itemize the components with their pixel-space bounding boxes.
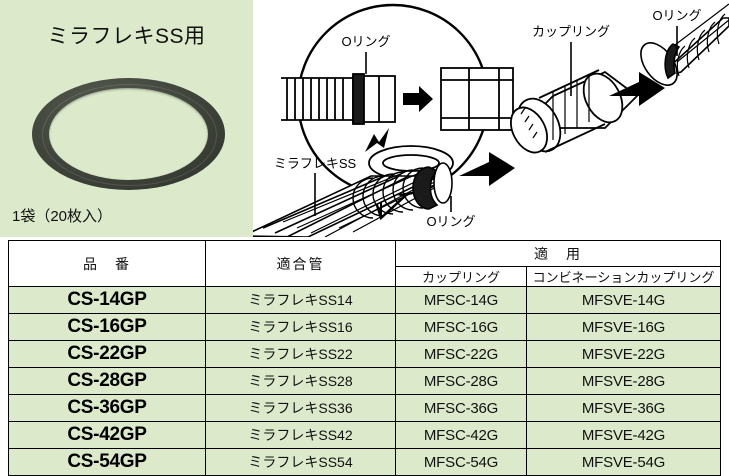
diagram-label-conduit-oring: Oリング <box>426 214 475 229</box>
cell-part-no: CS-54GP <box>8 448 206 476</box>
cell-pipe: ミラフレキSS54 <box>205 448 396 476</box>
cell-part-no: CS-42GP <box>8 421 206 449</box>
cell-coupling: MFSC-42G <box>395 421 527 449</box>
cell-combination-coupling: MFSVE-22G <box>526 340 721 368</box>
header-combination-coupling: コンビネーションカップリング <box>526 266 721 287</box>
callout-insert-arrow <box>403 86 433 112</box>
main-conduit-ribs <box>352 167 424 219</box>
header-part-no: 品 番 <box>8 240 206 287</box>
cell-coupling: MFSC-14G <box>395 286 527 314</box>
diagram-label-callout-oring: Oリング <box>341 34 390 49</box>
coupling-part <box>510 69 639 154</box>
cell-part-no: CS-36GP <box>8 394 206 422</box>
cell-pipe: ミラフレキSS22 <box>205 340 396 368</box>
cell-pipe: ミラフレキSS42 <box>205 421 396 449</box>
cell-part-no: CS-14GP <box>8 286 206 314</box>
pack-quantity-note: 1袋（20枚入） <box>12 208 113 225</box>
cell-pipe: ミラフレキSS28 <box>205 367 396 395</box>
header-coupling: カップリング <box>395 266 527 287</box>
cell-part-no: CS-16GP <box>8 313 206 341</box>
header-pipe: 適合管 <box>205 240 396 287</box>
cell-combination-coupling: MFSVE-28G <box>526 367 721 395</box>
assembly-arrow-left <box>459 152 515 186</box>
cell-coupling: MFSC-54G <box>395 448 527 476</box>
cell-pipe: ミラフレキSS16 <box>205 313 396 341</box>
right-conduit-o-ring <box>664 43 681 80</box>
spec-table-container: 品 番 適合管 適 用 カップリング コンビネーションカップリング CS-14G… <box>8 240 721 476</box>
diagram-label-conduit: ミラフレキSS <box>274 156 357 171</box>
cell-coupling: MFSC-16G <box>395 313 527 341</box>
o-ring-photo <box>32 78 225 190</box>
cell-pipe: ミラフレキSS36 <box>205 394 396 422</box>
o-ring-inner-hole <box>49 88 208 180</box>
header-application: 適 用 <box>395 240 721 267</box>
cell-coupling: MFSC-36G <box>395 394 527 422</box>
product-header-area: ミラフレキSS用 1袋（20枚入） <box>0 0 729 237</box>
spec-table: 品 番 適合管 適 用 カップリング コンビネーションカップリング CS-14G… <box>8 240 721 476</box>
cell-pipe: ミラフレキSS14 <box>205 286 396 314</box>
diagram-label-right-oring: Oリング <box>652 8 701 23</box>
assembly-arrow-right <box>609 72 665 106</box>
cell-combination-coupling: MFSVE-54G <box>526 448 721 476</box>
product-photo-panel: ミラフレキSS用 1袋（20枚入） <box>0 0 253 237</box>
main-conduit <box>253 171 450 237</box>
callout-oring-arrow <box>365 128 389 152</box>
cell-combination-coupling: MFSVE-16G <box>526 313 721 341</box>
callout-conduit <box>281 77 353 121</box>
cell-part-no: CS-28GP <box>8 367 206 395</box>
callout-coupling <box>440 67 514 131</box>
assembly-diagram: Oリング ミラフレキSS Oリング カップリング Oリング <box>253 0 729 237</box>
diagram-label-coupling: カップリング <box>532 24 610 39</box>
page-title: ミラフレキSS用 <box>47 25 206 48</box>
cell-combination-coupling: MFSVE-14G <box>526 286 721 314</box>
main-conduit-o-ring <box>412 162 453 210</box>
callout-conduit-end <box>352 73 396 125</box>
table-header-row-1: 品 番 適合管 適 用 <box>8 240 721 287</box>
table-header-row-2: カップリング コンビネーションカップリング <box>9 266 721 287</box>
cell-combination-coupling: MFSVE-42G <box>526 421 721 449</box>
spec-table-head: 品 番 適合管 適 用 カップリング コンビネーションカップリング <box>8 240 721 287</box>
cell-part-no: CS-22GP <box>8 340 206 368</box>
cell-coupling: MFSC-22G <box>395 340 527 368</box>
cell-coupling: MFSC-28G <box>395 367 527 395</box>
cell-combination-coupling: MFSVE-36G <box>526 394 721 422</box>
